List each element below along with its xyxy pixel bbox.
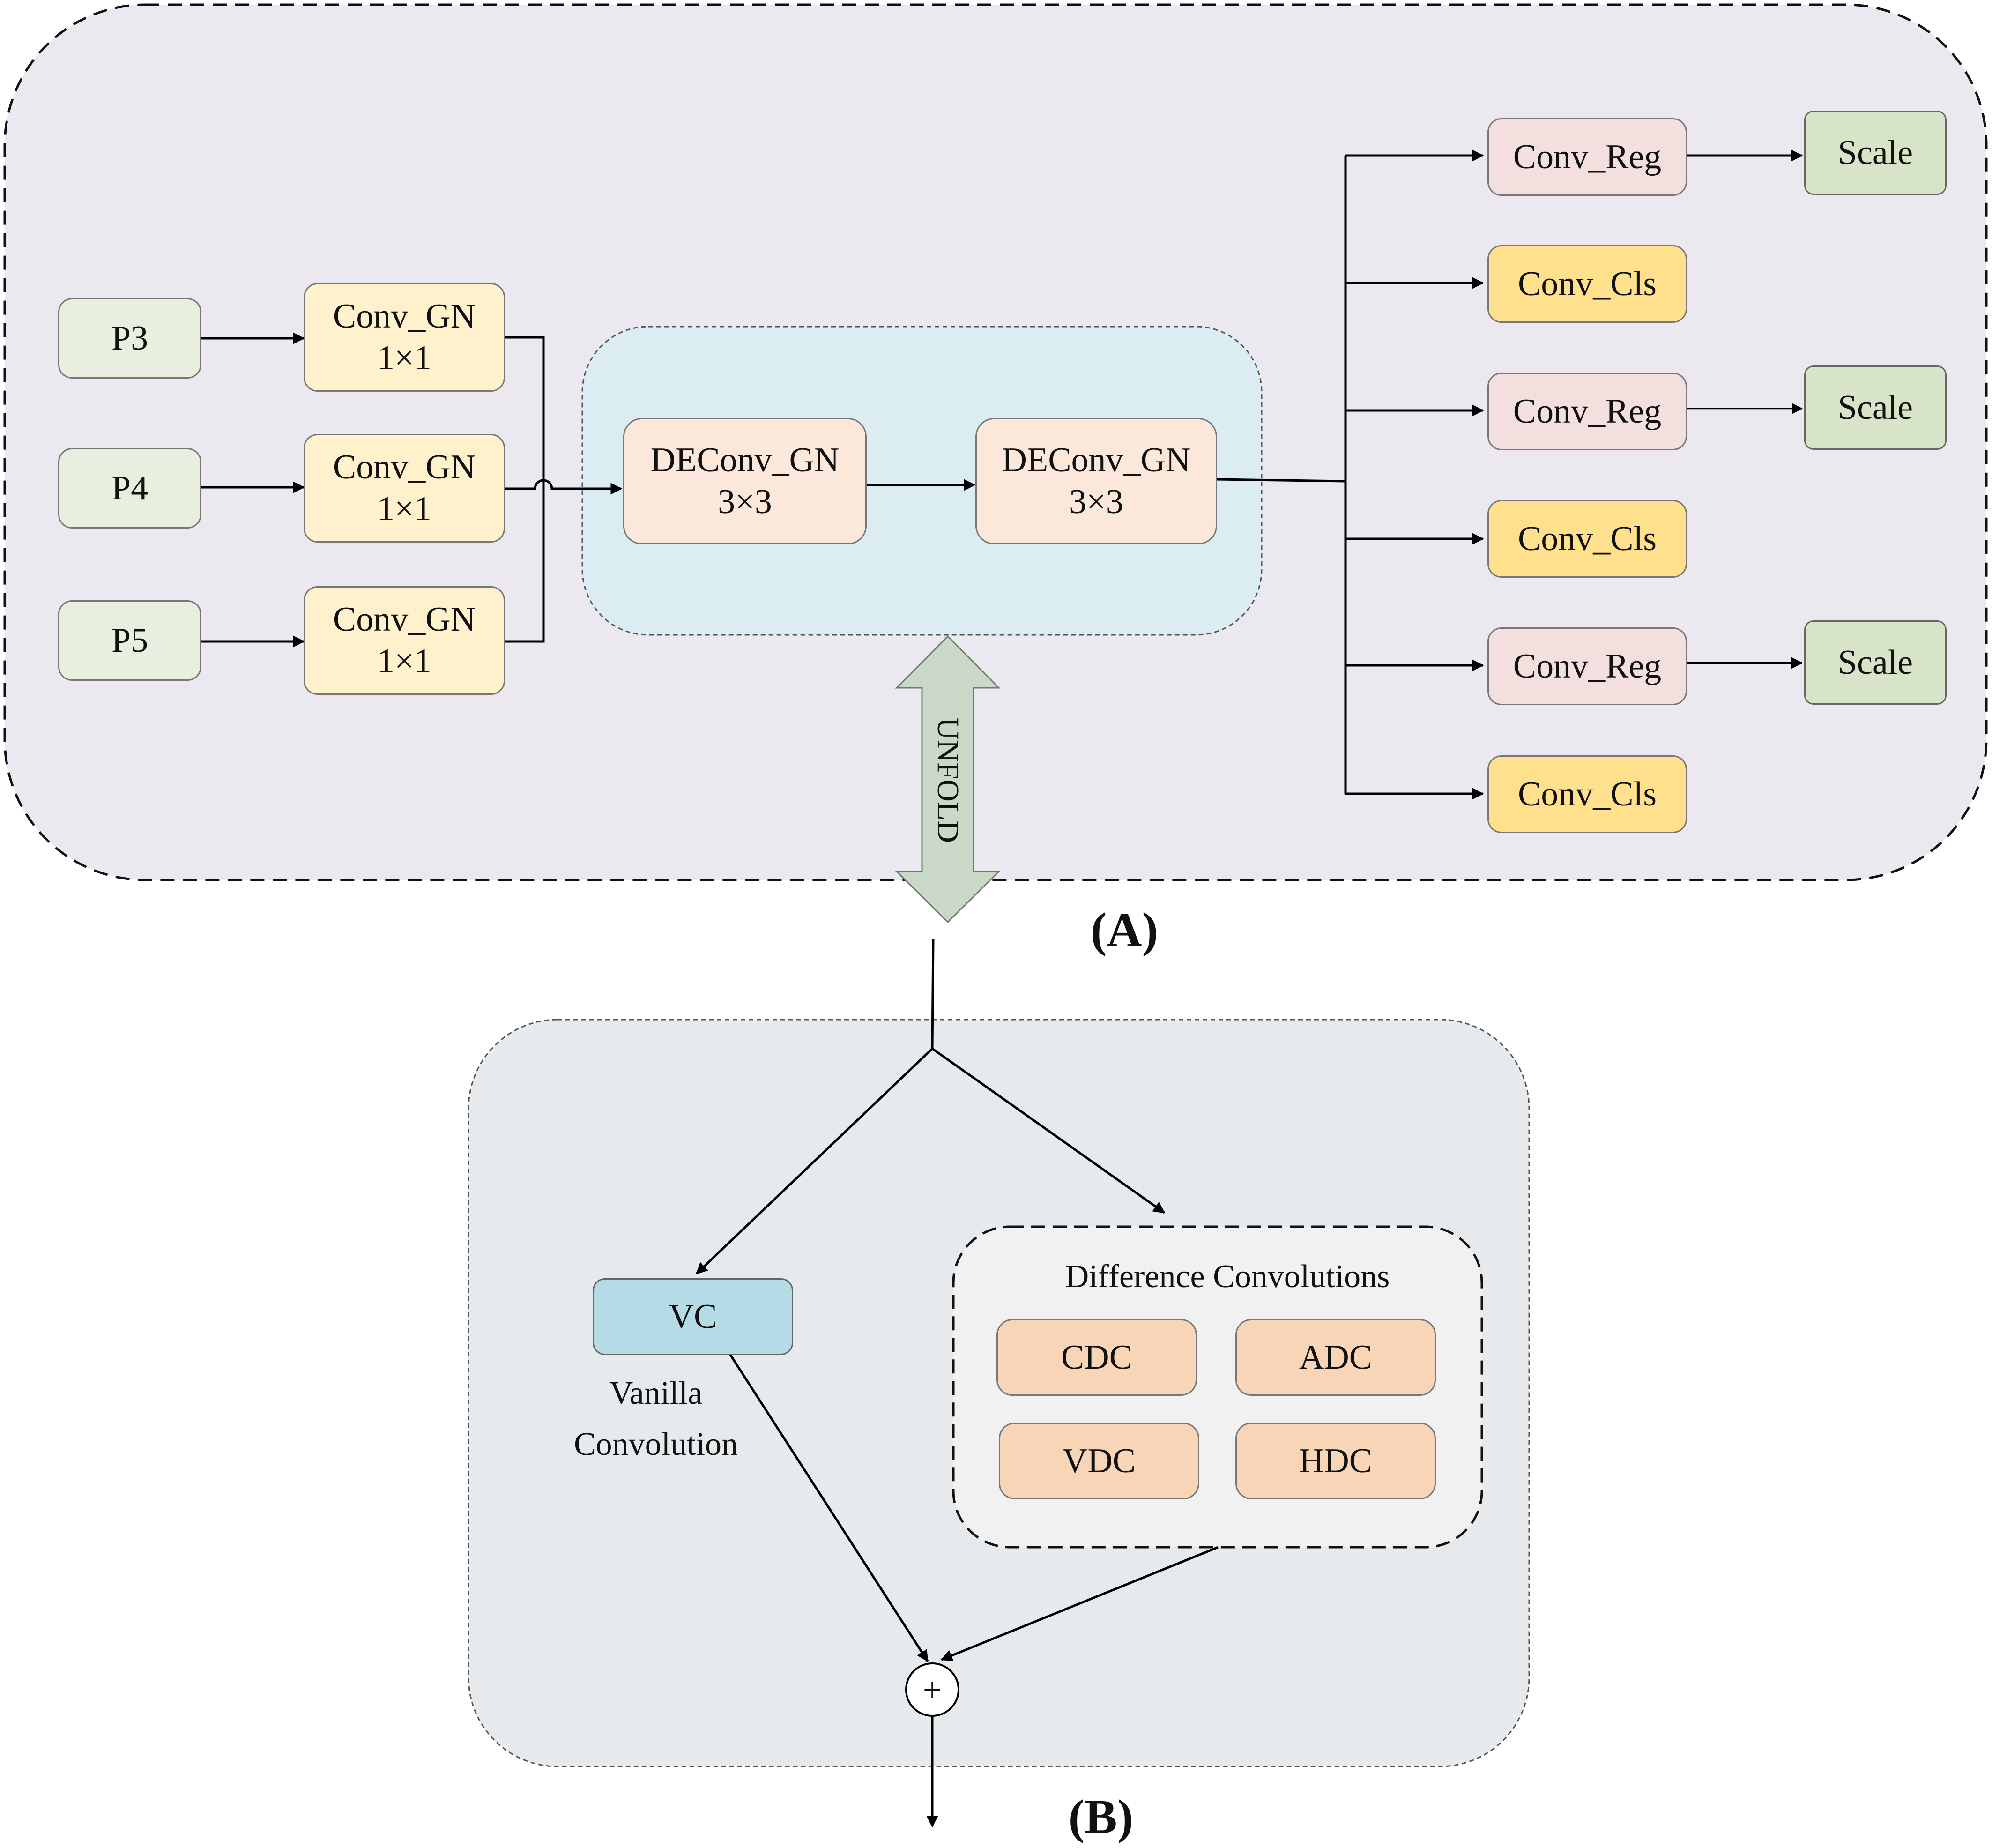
deconv-gn-1: DEConv_GN 3×3: [623, 418, 867, 544]
scale-3: Scale: [1804, 620, 1947, 705]
adc-label: ADC: [1299, 1338, 1373, 1377]
difference-convolutions-title: Difference Convolutions: [1065, 1259, 1390, 1295]
deconv-gn-1-kernel: 3×3: [718, 483, 772, 521]
conv-cls-2-label: Conv_Cls: [1517, 519, 1657, 558]
conv-reg-3: Conv_Reg: [1487, 627, 1687, 705]
panel-a-label: (A): [1090, 903, 1159, 957]
unfold-label: UNFOLD: [931, 717, 965, 843]
arrow-dc-sum: [940, 1546, 1219, 1662]
vanilla-conv-caption-line2: Convolution: [573, 1426, 738, 1462]
vdc-label: VDC: [1062, 1441, 1136, 1480]
line-deconv2-bus: [1216, 478, 1346, 483]
vdc-box: VDC: [999, 1423, 1199, 1499]
arrow-vc-sum: [728, 1353, 929, 1662]
conv-reg-1: Conv_Reg: [1487, 118, 1687, 196]
scale-1-label: Scale: [1837, 133, 1913, 172]
input-p4-label: P4: [111, 469, 149, 507]
vanilla-conv-box: VC: [593, 1278, 793, 1355]
conv-cls-1: Conv_Cls: [1487, 245, 1687, 323]
deconv-gn-2-kernel: 3×3: [1069, 483, 1123, 521]
arrow-split-dc: [931, 1047, 1166, 1214]
conv-reg-2-label: Conv_Reg: [1513, 392, 1662, 431]
input-p3: P3: [58, 298, 201, 379]
conv-cls-3: Conv_Cls: [1487, 755, 1687, 833]
deconv-gn-2-name: DEConv_GN: [1002, 441, 1191, 480]
arrow-split-vc: [696, 1048, 933, 1274]
scale-2-label: Scale: [1837, 388, 1913, 427]
deconv-gn-2: DEConv_GN 3×3: [975, 418, 1217, 544]
vanilla-conv-label: VC: [669, 1297, 717, 1336]
conv-gn-1: Conv_GN 1×1: [304, 283, 505, 392]
deconv-group: [581, 326, 1263, 636]
conv-gn-3: Conv_GN 1×1: [304, 586, 505, 695]
bus-convgn-middle: [505, 479, 623, 495]
conv-gn-3-name: Conv_GN: [333, 600, 476, 639]
conv-reg-2: Conv_Reg: [1487, 373, 1687, 450]
scale-2: Scale: [1804, 365, 1947, 450]
conv-reg-3-label: Conv_Reg: [1513, 647, 1662, 686]
input-p4: P4: [58, 448, 201, 529]
conv-gn-3-kernel: 1×1: [377, 642, 431, 680]
conv-cls-3-label: Conv_Cls: [1517, 775, 1657, 813]
sum-symbol: +: [922, 1671, 942, 1708]
vanilla-conv-caption-line1: Vanilla: [609, 1375, 703, 1411]
conv-gn-1-name: Conv_GN: [333, 297, 476, 336]
hdc-label: HDC: [1299, 1441, 1373, 1480]
panel-b-label: (B): [1068, 1790, 1134, 1844]
conv-gn-2-name: Conv_GN: [333, 448, 476, 487]
deconv-gn-1-name: DEConv_GN: [650, 441, 840, 480]
scale-1: Scale: [1804, 111, 1947, 195]
conv-gn-2-kernel: 1×1: [377, 490, 431, 528]
sum-node: [905, 1662, 959, 1717]
unfold-double-arrow: [895, 635, 1001, 924]
line-unfold-to-split: [931, 938, 935, 1049]
cdc-label: CDC: [1061, 1338, 1133, 1377]
bus-convgn-top: [505, 336, 545, 643]
input-p5-label: P5: [111, 621, 149, 660]
conv-cls-1-label: Conv_Cls: [1517, 264, 1657, 303]
input-p5: P5: [58, 600, 201, 681]
hdc-box: HDC: [1235, 1423, 1436, 1499]
vanilla-conv-caption: Vanilla Convolution: [539, 1368, 773, 1470]
input-p3-label: P3: [111, 319, 149, 358]
scale-3-label: Scale: [1837, 643, 1913, 682]
conv-gn-1-kernel: 1×1: [377, 339, 431, 377]
cdc-box: CDC: [996, 1319, 1197, 1396]
conv-reg-1-label: Conv_Reg: [1513, 137, 1662, 176]
conv-gn-2: Conv_GN 1×1: [304, 434, 505, 543]
adc-box: ADC: [1235, 1319, 1436, 1396]
conv-cls-2: Conv_Cls: [1487, 500, 1687, 578]
